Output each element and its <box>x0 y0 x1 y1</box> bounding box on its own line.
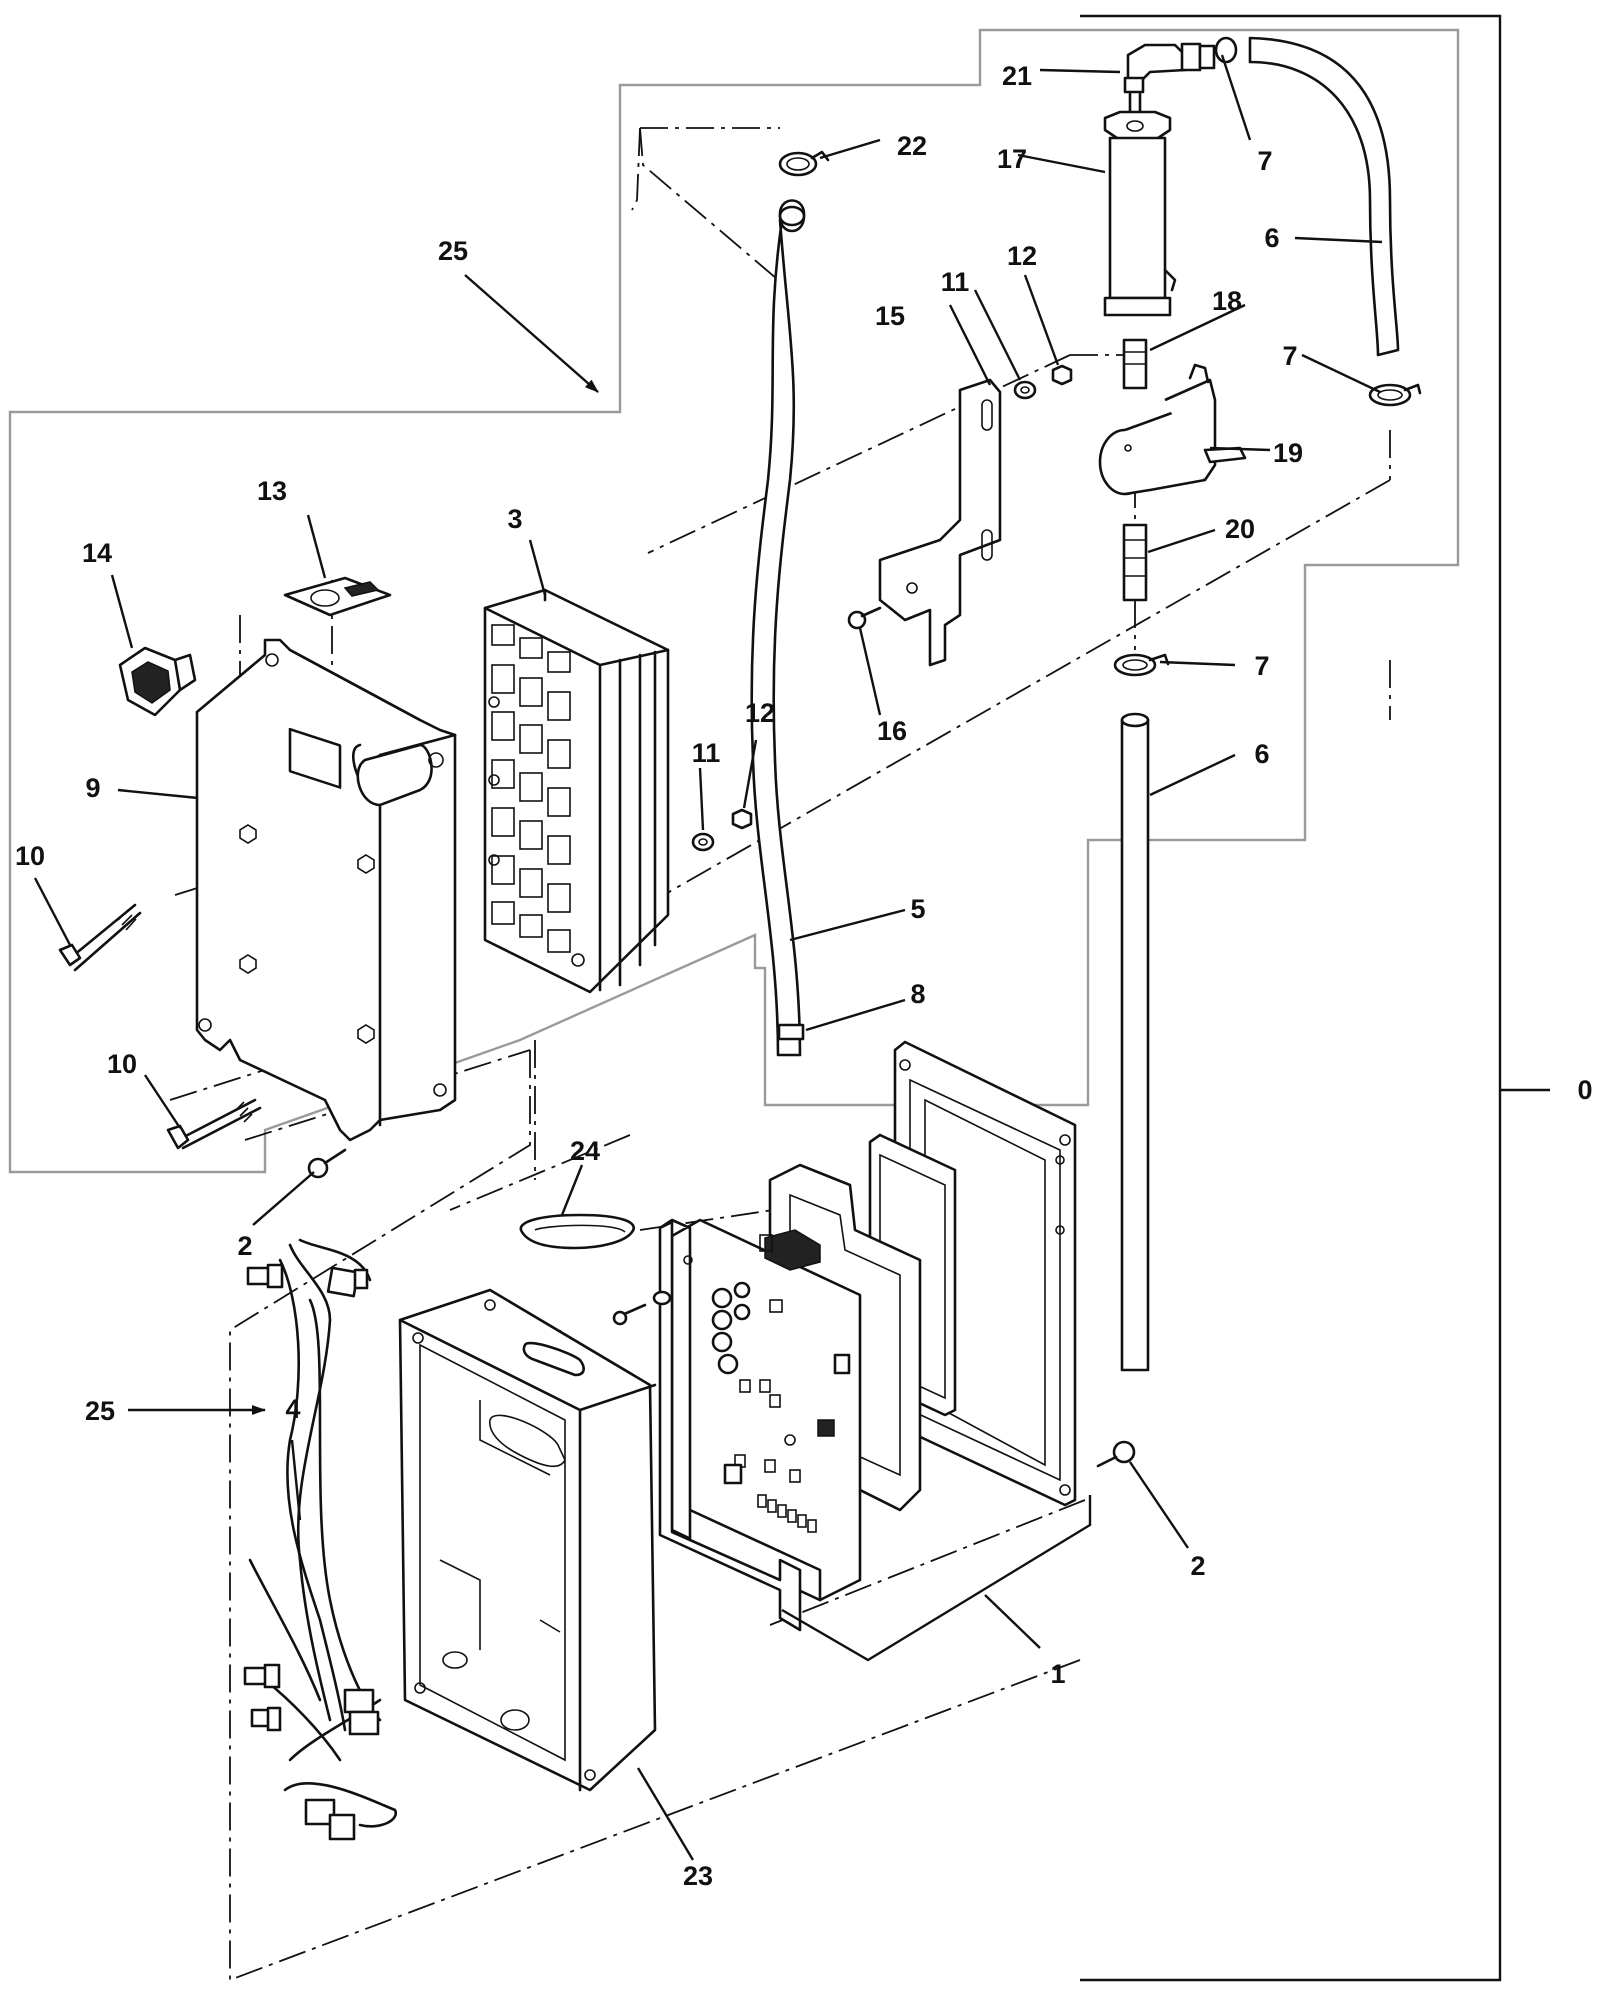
callout-7a: 7 <box>1257 146 1272 176</box>
callout-12a: 12 <box>1007 241 1037 271</box>
callout-2b: 2 <box>1190 1551 1205 1581</box>
part-10-bolts <box>58 903 262 1150</box>
part-1-bracket <box>781 1495 1092 1662</box>
part-13-label <box>283 576 392 617</box>
callout-22: 22 <box>897 131 927 161</box>
part-17-filter <box>1103 110 1177 317</box>
callout-14: 14 <box>82 538 112 568</box>
part-19-solenoid-valve <box>1098 363 1247 496</box>
callout-0: 0 <box>1577 1075 1592 1105</box>
callout-15: 15 <box>875 301 905 331</box>
callout-11a: 11 <box>941 267 970 297</box>
callout-labels: 0 1 2 2 3 4 5 6 6 7 7 7 8 9 10 10 11 11 … <box>15 61 1593 1891</box>
part-11-12-lower-hardware <box>691 808 753 852</box>
callout-21: 21 <box>1002 61 1032 91</box>
callout-23: 23 <box>683 1861 713 1891</box>
part-6-upper-hose <box>1214 36 1422 407</box>
callout-4: 4 <box>285 1394 300 1424</box>
callout-11b: 11 <box>692 738 721 768</box>
part-20-fitting <box>1122 523 1148 602</box>
callout-10a: 10 <box>15 841 45 871</box>
callout-20: 20 <box>1225 514 1255 544</box>
callout-25b: 25 <box>85 1396 115 1426</box>
part-22-clamp <box>778 151 818 177</box>
callout-19: 19 <box>1273 438 1303 468</box>
callout-6a: 6 <box>1264 223 1279 253</box>
callout-17: 17 <box>997 144 1027 174</box>
callout-12b: 12 <box>745 698 775 728</box>
part-24-plug <box>519 1213 635 1250</box>
part-5-tube <box>750 150 830 1057</box>
callout-13: 13 <box>257 476 287 506</box>
part-14-switch <box>118 646 197 717</box>
part-3-heat-exchanger <box>483 588 670 994</box>
part-8-clamp <box>777 1023 805 1041</box>
callout-18: 18 <box>1212 286 1242 316</box>
part-9-cover <box>195 638 457 1142</box>
leader-lines <box>33 54 1383 1861</box>
callout-25a: 25 <box>438 236 468 266</box>
callout-9: 9 <box>85 773 100 803</box>
part-21-elbow-fitting <box>1123 42 1216 120</box>
callout-16: 16 <box>877 716 907 746</box>
part-4-harness <box>243 1238 398 1841</box>
subassembly-outline <box>8 28 1460 1174</box>
callout-5: 5 <box>910 894 925 924</box>
part-18-fitting <box>1122 338 1148 390</box>
callout-2a: 2 <box>237 1231 252 1261</box>
part-7-clamp-low <box>1113 653 1157 677</box>
callout-7c: 7 <box>1254 651 1269 681</box>
part-6-lower-hose <box>1113 653 1170 1372</box>
part-15-bracket <box>847 378 1002 667</box>
callout-6b: 6 <box>1254 739 1269 769</box>
callout-8: 8 <box>910 979 925 1009</box>
part-11-12-upper-hardware <box>1013 364 1073 400</box>
callout-3: 3 <box>507 504 522 534</box>
callout-1: 1 <box>1050 1659 1065 1689</box>
assembly-bracket <box>1080 14 1550 1982</box>
callout-10b: 10 <box>107 1049 137 1079</box>
part-7-clamp-top <box>1214 36 1238 64</box>
callout-24: 24 <box>570 1136 600 1166</box>
part-7-clamp-mid <box>1368 383 1412 407</box>
part-23-housing <box>398 1288 657 1792</box>
callout-7b: 7 <box>1282 341 1297 371</box>
part-1-electronics-stack <box>612 1040 1077 1632</box>
